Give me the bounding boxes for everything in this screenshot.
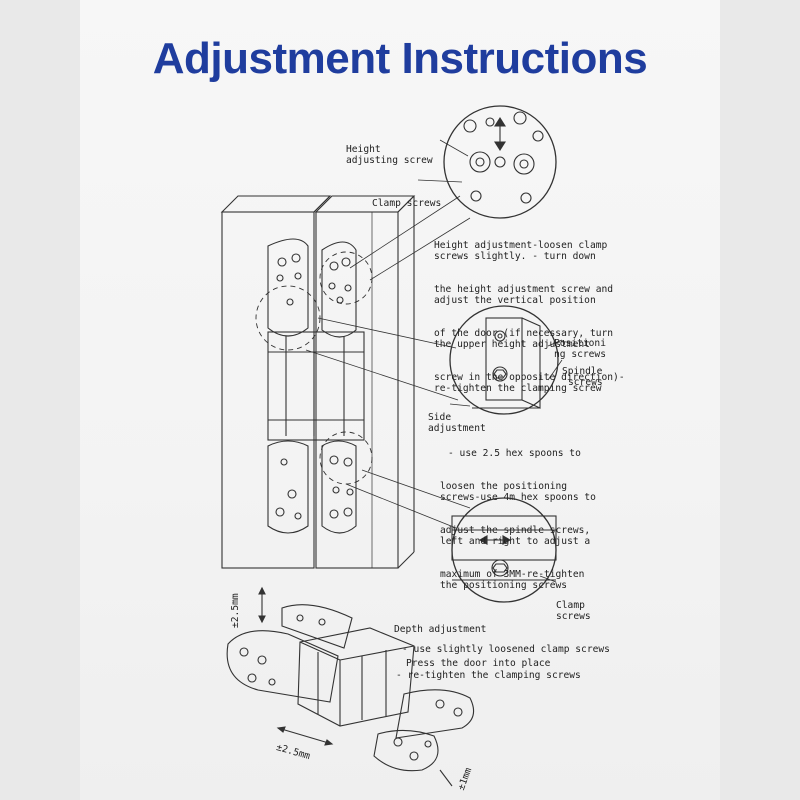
depth-note-retighten: - re-tighten the clamping screws (396, 670, 581, 681)
depth-note-press: Press the door into place (406, 658, 551, 669)
detail-height-screw (443, 105, 557, 219)
side-adjustment-note: - use 2.5 hex spoons to loosen the posit… (440, 448, 596, 591)
label-clamp-screws-top: Clamp screws (372, 198, 442, 209)
leader-lines (305, 139, 563, 583)
depth-note-loosen: - use slightly loosened clamp screws (402, 644, 610, 655)
hinge-isometric-drawing (226, 586, 475, 787)
instruction-sheet (80, 0, 720, 800)
label-depth-adjustment: Depth adjustment (394, 624, 487, 635)
page-title: Adjustment Instructions (152, 34, 648, 83)
detail-clamp-screws (451, 497, 557, 603)
dimension-vertical: ±2.5mm (230, 593, 241, 628)
door-frame-drawing (220, 195, 416, 569)
detail-side-adjustment (449, 305, 559, 415)
